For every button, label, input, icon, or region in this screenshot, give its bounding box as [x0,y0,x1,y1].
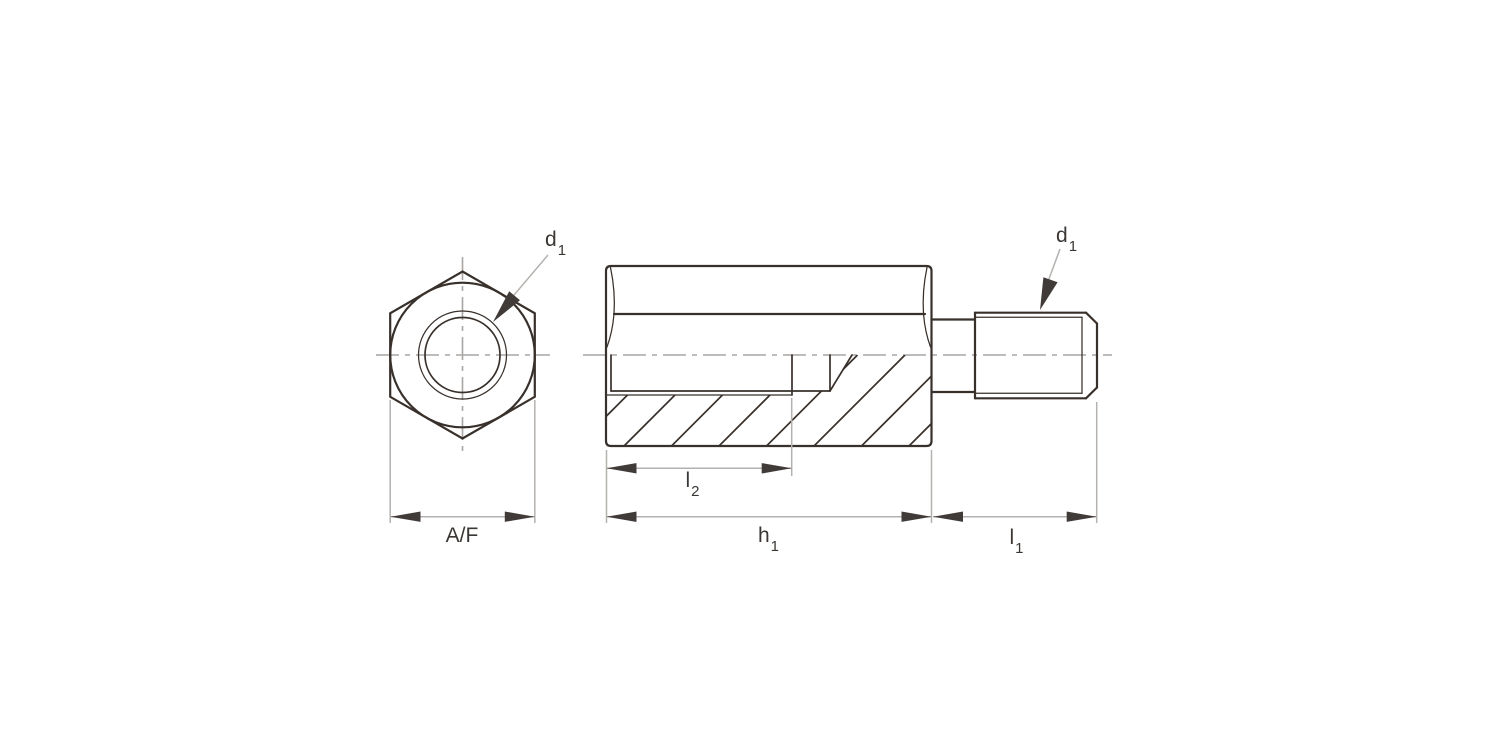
stud-chamfer-bottom [1084,386,1099,400]
chamfer-circle [389,281,536,429]
hex-chamfer-arc-right [922,266,932,348]
end-view [376,254,550,523]
thread-minor-circle [424,316,501,394]
arrowhead-af-left [390,511,421,522]
label-d1-stud: d1 [1056,224,1078,256]
arrowhead-l1-right [1066,511,1097,522]
leader-arrowhead-d1-stud [1040,277,1058,310]
arrowhead-h1-left [606,511,637,522]
drill-cone-line [829,354,853,392]
label-d1-end-view: d1 [545,228,567,260]
stud-chamfer-top [1084,311,1099,325]
thread-major-circle [417,310,508,400]
arrowhead-l2-left [606,463,637,474]
arrowhead-l1-left [933,511,963,522]
label-l2: l2 [685,469,700,501]
arrowhead-l2-right [761,463,792,474]
arrowhead-h1-right [901,511,932,522]
label-h1: h1 [757,524,780,556]
side-view [583,248,1112,523]
arrowhead-af-right [504,511,535,522]
leader-arrowhead-d1-end-view [493,291,520,322]
label-l1: l1 [1009,526,1024,558]
label-af: A/F [445,524,479,547]
hexagon-outline [389,270,536,440]
hatching [606,355,932,446]
hex-body-outline [604,264,933,448]
hex-chamfer-arc-left [606,266,615,348]
